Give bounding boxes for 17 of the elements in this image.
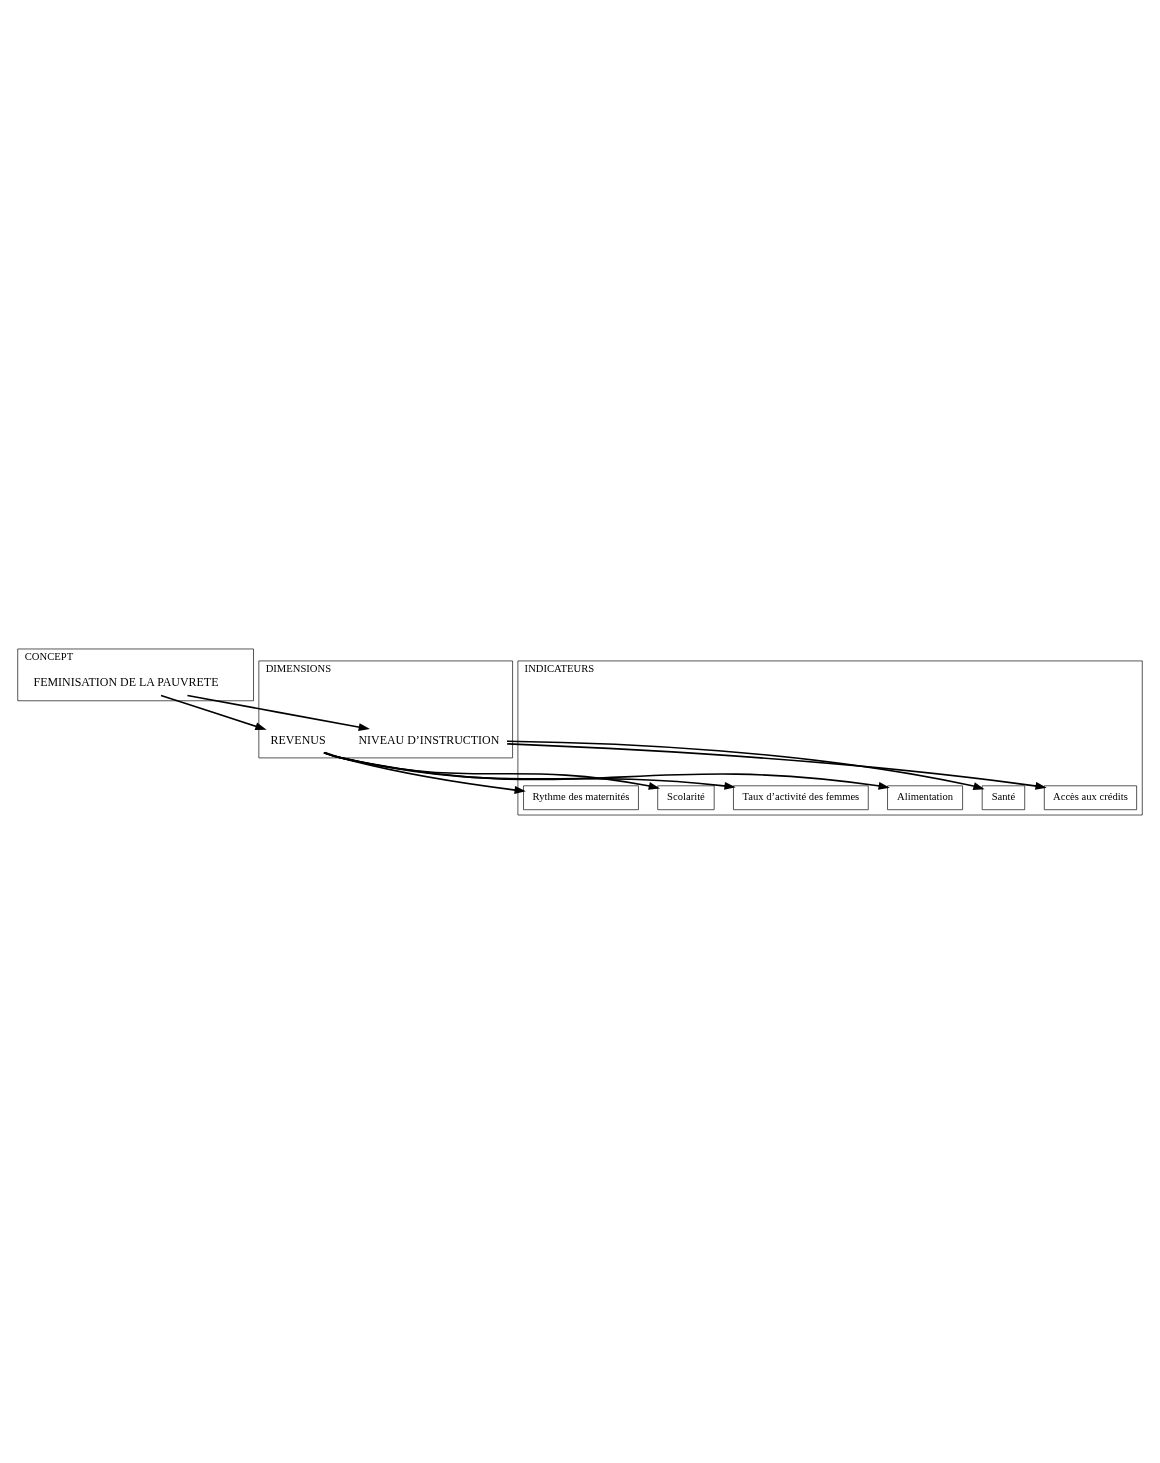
arrow bbox=[186, 694, 370, 731]
arrow bbox=[323, 751, 736, 790]
arrow bbox=[322, 751, 890, 790]
arrow bbox=[506, 742, 1047, 790]
arrow bbox=[323, 751, 660, 790]
node-box: Santé bbox=[981, 784, 1026, 810]
arrow bbox=[324, 751, 526, 794]
arrow bbox=[160, 694, 267, 730]
node-text: NIVEAU D’INSTRUCTION bbox=[358, 732, 500, 747]
node-text: REVENUS bbox=[270, 732, 326, 747]
node-box: Rythme des maternités bbox=[523, 784, 639, 810]
node-text: FEMINISATION DE LA PAUVRETE bbox=[33, 674, 219, 689]
node-box: Scolarité bbox=[657, 784, 715, 810]
node-box: Alimentation bbox=[887, 784, 963, 810]
arrow bbox=[506, 739, 985, 790]
node-box: Taux d’activité des femmes bbox=[733, 784, 869, 810]
node-box: Accès aux crédits bbox=[1043, 784, 1137, 810]
